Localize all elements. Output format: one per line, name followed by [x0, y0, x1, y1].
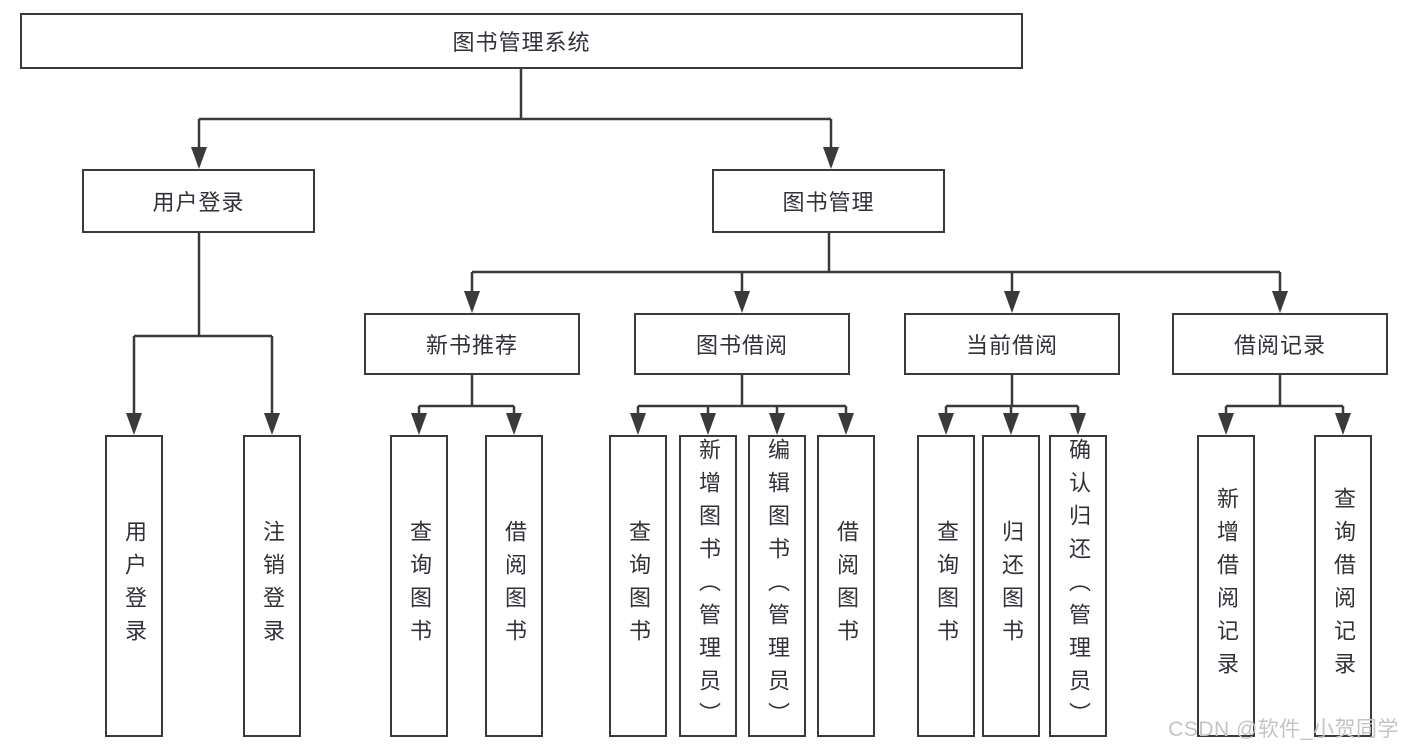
leaf-add-borrow-record: 新增借阅记录 [1197, 435, 1255, 737]
leaf-query-borrow-record: 查询借阅记录 [1314, 435, 1372, 737]
leaf-return-books: 归还图书 [982, 435, 1040, 737]
leaf-query-books-borrowing: 查询图书 [609, 435, 667, 737]
node-label: 用户登录 [152, 190, 245, 215]
node-label: 图书管理 [782, 190, 875, 215]
node-label: 借阅图书 [834, 520, 859, 652]
leaf-query-books-current: 查询图书 [917, 435, 975, 737]
leaf-borrow-books-recommend: 借阅图书 [485, 435, 543, 737]
node-label: 当前借阅 [965, 333, 1058, 358]
node-label: 查询图书 [934, 520, 959, 652]
node-book-management: 图书管理 [712, 169, 945, 233]
node-label: 新书推荐 [425, 333, 518, 358]
node-label: 图书借阅 [695, 333, 788, 358]
leaf-user-login: 用户登录 [105, 435, 163, 737]
node-label: 查询图书 [407, 520, 432, 652]
node-label: 查询借阅记录 [1331, 487, 1356, 685]
node-label: 新增图书（管理员） [696, 437, 721, 735]
node-label: 归还图书 [999, 520, 1024, 652]
node-current-borrowing: 当前借阅 [904, 313, 1120, 375]
node-label: 确认归还（管理员） [1066, 437, 1091, 735]
leaf-edit-books-admin: 编辑图书（管理员） [748, 435, 806, 737]
node-library-management-system: 图书管理系统 [20, 13, 1023, 69]
node-book-borrowing: 图书借阅 [634, 313, 850, 375]
node-new-book-recommend: 新书推荐 [364, 313, 580, 375]
node-borrowing-records: 借阅记录 [1172, 313, 1388, 375]
leaf-query-books-recommend: 查询图书 [390, 435, 448, 737]
node-label: 用户登录 [122, 520, 147, 652]
leaf-logout: 注销登录 [243, 435, 301, 737]
node-label: 图书管理系统 [452, 30, 591, 55]
node-user-login-branch: 用户登录 [82, 169, 315, 233]
leaf-borrow-books: 借阅图书 [817, 435, 875, 737]
node-label: 查询图书 [626, 520, 651, 652]
node-label: 借阅记录 [1233, 333, 1326, 358]
leaf-confirm-return-admin: 确认归还（管理员） [1049, 435, 1107, 737]
node-label: 编辑图书（管理员） [765, 437, 790, 735]
node-label: 借阅图书 [502, 520, 527, 652]
csdn-watermark: CSDN @软件_小贺同学 [1168, 718, 1399, 741]
node-label: 新增借阅记录 [1214, 487, 1239, 685]
leaf-add-books-admin: 新增图书（管理员） [679, 435, 737, 737]
node-label: 注销登录 [260, 520, 285, 652]
